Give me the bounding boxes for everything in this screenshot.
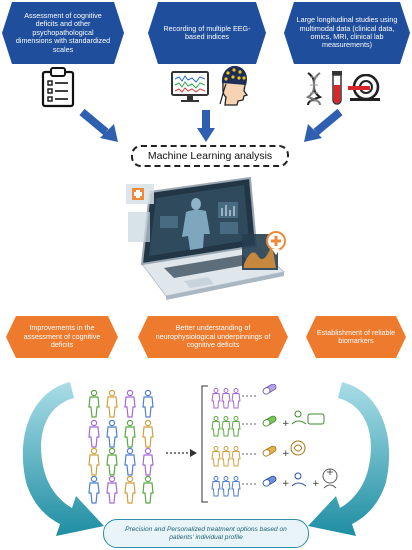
hex-text-assessment: Assessment of cognitive deficits and oth… <box>15 10 111 54</box>
svg-text:+: + <box>282 419 290 429</box>
arrow-center-icon <box>197 110 215 142</box>
svg-text:+: + <box>282 479 290 489</box>
arrow-left-icon <box>79 108 118 142</box>
patient-figures-icon <box>88 389 154 504</box>
curved-arrow-left-icon <box>22 382 104 536</box>
laptop-health-icon <box>126 176 286 300</box>
hex-box-longitudinal: Large longitudinal studies using multimo… <box>284 2 410 64</box>
hex-box-eeg: Recording of multiple EEG-based indices <box>148 2 266 64</box>
clipboard-icon <box>41 67 75 108</box>
test-tube-icon <box>332 71 342 105</box>
svg-text:+: + <box>282 449 290 459</box>
treatment-figures-icon: + + + + <box>201 384 338 503</box>
outcome-text-neurophysiology: Better understanding of neurophysiologic… <box>155 323 271 350</box>
curved-arrow-right-icon <box>308 382 390 536</box>
svg-text:+: + <box>312 479 320 489</box>
outcome-text-biomarkers: Establishment of reliable biomarkers <box>316 327 396 345</box>
bottom-outcome-box: Precision and Personalized treatment opt… <box>103 519 309 548</box>
outcome-text-assessment: Improvements in the assessment of cognit… <box>23 323 101 350</box>
machine-learning-box: Machine Learning analysis <box>131 145 289 167</box>
outcome-box-neurophysiology: Better understanding of neurophysiologic… <box>138 316 288 358</box>
eeg-cap-head-icon <box>219 65 249 106</box>
dotted-arrow-icon <box>166 449 197 457</box>
hex-text-eeg: Recording of multiple EEG-based indices <box>163 23 251 41</box>
arrow-right-icon <box>304 108 343 142</box>
outcome-box-biomarkers: Establishment of reliable biomarkers <box>306 316 406 358</box>
mri-scanner-icon <box>348 74 380 101</box>
outcome-box-assessment: Improvements in the assessment of cognit… <box>6 316 118 358</box>
hex-box-assessment: Assessment of cognitive deficits and oth… <box>2 2 124 64</box>
monitor-eeg-icon <box>171 71 209 102</box>
hex-text-longitudinal: Large longitudinal studies using multimo… <box>296 15 398 50</box>
dna-icon <box>305 72 323 106</box>
